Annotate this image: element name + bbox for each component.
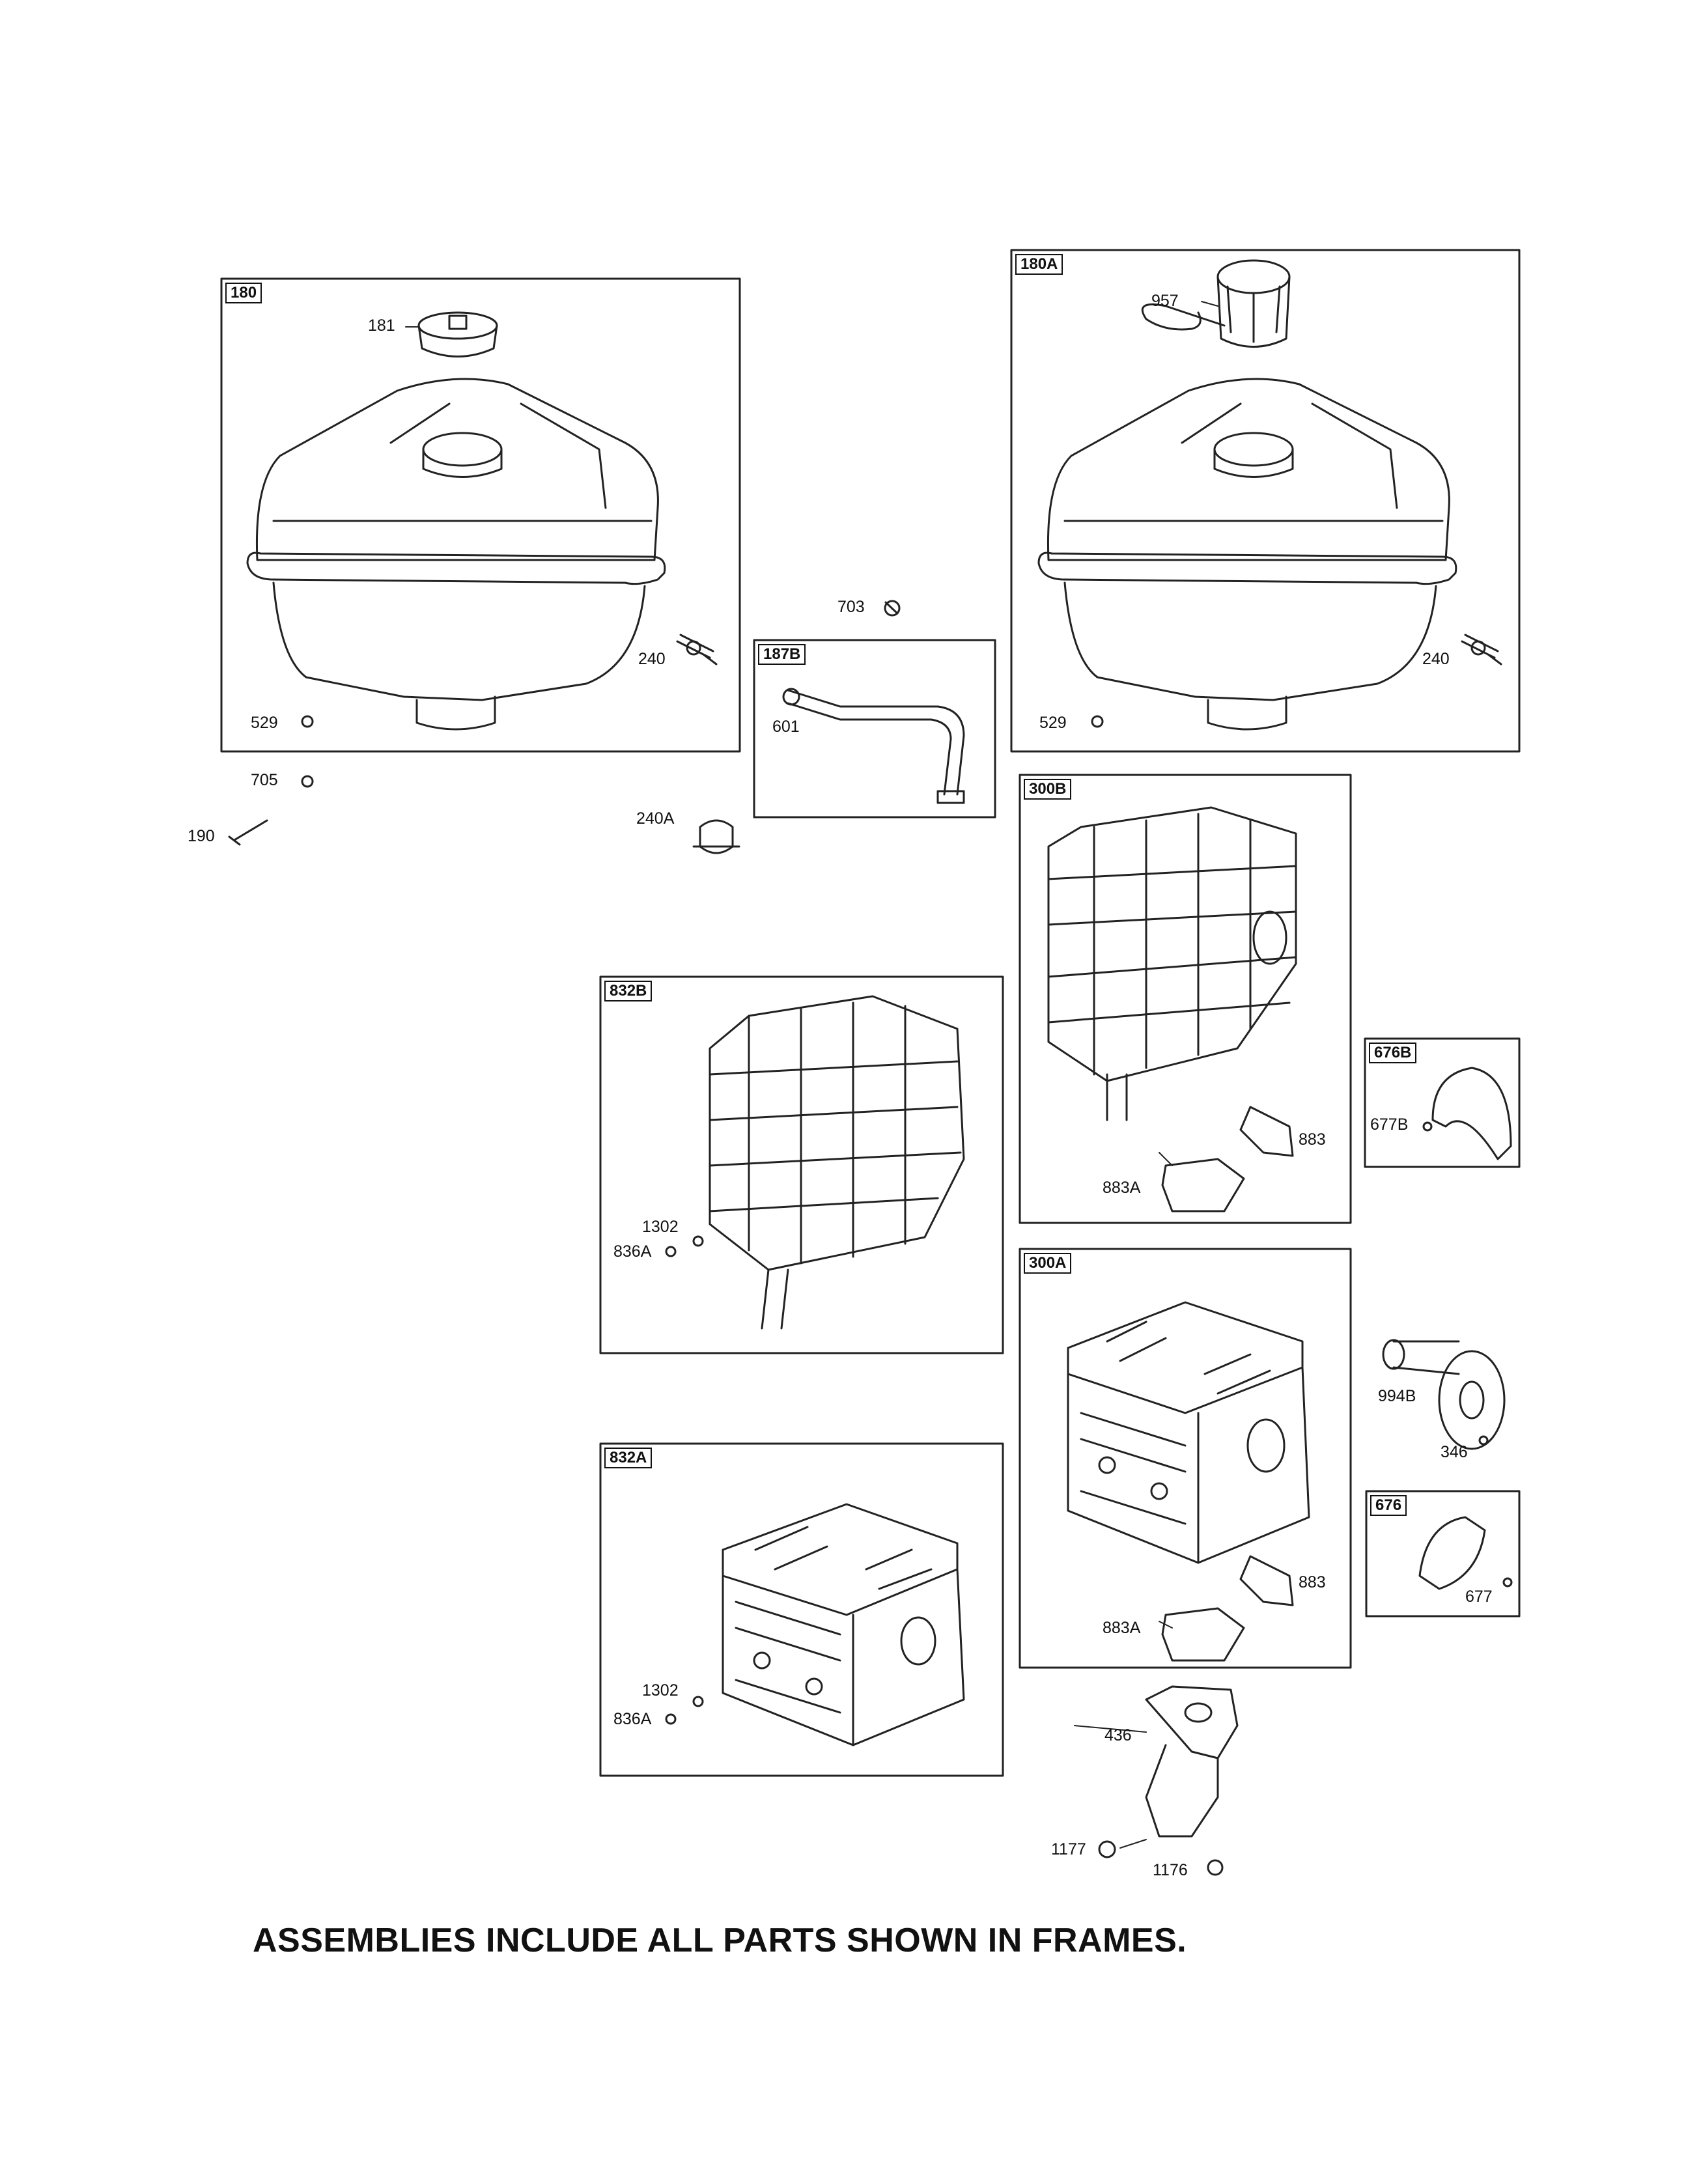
part-label-836A-top: 836A: [613, 1242, 652, 1261]
part-label-883-bottom: 883: [1299, 1573, 1326, 1591]
frame-label-187B: 187B: [758, 644, 806, 665]
fuel-cap-181-icon: [417, 311, 498, 357]
part-label-883A-bottom: 883A: [1103, 1619, 1141, 1637]
part-label-1302-top: 1302: [642, 1218, 679, 1236]
frame-label-180A: 180A: [1015, 254, 1063, 275]
frame-180-box: [220, 277, 741, 753]
frame-label-676B: 676B: [1369, 1043, 1417, 1063]
screw-677-icon: [1502, 1577, 1513, 1588]
part-label-240-left: 240: [638, 650, 666, 668]
vented-cap-957-icon: [1141, 259, 1291, 348]
frame-187B-box: [753, 639, 996, 819]
part-label-529-left: 529: [251, 714, 278, 732]
part-label-836A-bottom: 836A: [613, 1710, 652, 1728]
assemblies-note: ASSEMBLIES INCLUDE ALL PARTS SHOWN IN FR…: [253, 1922, 1187, 1959]
frame-label-300A: 300A: [1024, 1253, 1072, 1274]
part-label-883A-top: 883A: [1103, 1179, 1141, 1197]
part-label-703: 703: [837, 598, 865, 616]
bolt-836A-top-icon: [665, 1246, 677, 1257]
part-label-994B: 994B: [1378, 1387, 1416, 1405]
gasket-883A-top-icon: [1161, 1158, 1245, 1212]
part-label-957: 957: [1151, 292, 1179, 310]
frame-label-300B: 300B: [1024, 779, 1072, 800]
frame-300A-box: [1019, 1248, 1352, 1669]
part-label-705: 705: [251, 771, 278, 789]
fuel-tank-right-icon: [1037, 378, 1457, 731]
frame-832A-box: [599, 1442, 1004, 1777]
part-label-883-top: 883: [1299, 1130, 1326, 1149]
fuel-valve-240-left-icon: [676, 634, 718, 665]
gasket-883A-bottom-icon: [1161, 1607, 1245, 1662]
part-label-1177: 1177: [1051, 1840, 1086, 1858]
bolt-190-icon: [228, 819, 268, 846]
fuel-valve-240-right-icon: [1461, 634, 1502, 665]
nut-705-icon: [301, 775, 314, 788]
fuel-tank-left-icon: [246, 378, 666, 731]
bolt-836A-bottom-icon: [665, 1713, 677, 1725]
spark-arrester-994B-icon: [1382, 1339, 1506, 1450]
gasket-883-top-icon: [1239, 1106, 1294, 1157]
nut-1302-top-icon: [692, 1235, 704, 1247]
frame-label-676: 676: [1370, 1495, 1407, 1516]
screw-677B-icon: [1422, 1121, 1433, 1132]
frame-label-832A: 832A: [604, 1448, 653, 1468]
muffler-guard-832B-icon: [709, 995, 965, 1330]
breather-tube-601-icon: [782, 688, 965, 804]
exhaust-elbow-436-icon: [1145, 1685, 1239, 1838]
nut-1177-icon: [1098, 1840, 1116, 1858]
part-label-1176: 1176: [1153, 1861, 1188, 1879]
muffler-300A-icon: [1067, 1301, 1310, 1564]
muffler-832A-icon: [722, 1503, 965, 1746]
frame-676-box: [1365, 1490, 1521, 1617]
muffler-guard-300B-icon: [1047, 806, 1297, 1121]
frame-676B-box: [1364, 1037, 1521, 1168]
part-label-240-right: 240: [1422, 650, 1450, 668]
part-label-181: 181: [368, 316, 395, 335]
part-label-346: 346: [1441, 1443, 1468, 1461]
leader-lines: [405, 301, 1218, 1849]
screw-346-icon: [1478, 1435, 1489, 1446]
part-label-240A: 240A: [636, 809, 675, 828]
washer-529-left-icon: [301, 715, 314, 728]
nut-1302-bottom-icon: [692, 1696, 704, 1707]
frame-label-832B: 832B: [604, 981, 653, 1001]
deflector-676-icon: [1418, 1516, 1486, 1590]
part-label-601: 601: [772, 718, 800, 736]
part-label-190: 190: [188, 827, 215, 845]
valve-240A-icon: [692, 819, 740, 854]
part-label-529-right: 529: [1039, 714, 1067, 732]
bolt-1176-icon: [1207, 1859, 1224, 1876]
deflector-676B-icon: [1431, 1067, 1512, 1160]
part-label-677: 677: [1465, 1588, 1493, 1606]
frame-label-180: 180: [225, 283, 262, 303]
frame-832B-box: [599, 975, 1004, 1354]
clamp-703-icon: [884, 600, 901, 617]
part-label-436: 436: [1104, 1726, 1132, 1744]
gasket-883-bottom-icon: [1239, 1555, 1294, 1606]
frame-180A-box: [1010, 249, 1521, 753]
washer-529-right-icon: [1091, 715, 1104, 728]
frame-300B-box: [1019, 774, 1352, 1224]
part-label-677B: 677B: [1370, 1115, 1409, 1134]
part-label-1302-bottom: 1302: [642, 1681, 679, 1700]
